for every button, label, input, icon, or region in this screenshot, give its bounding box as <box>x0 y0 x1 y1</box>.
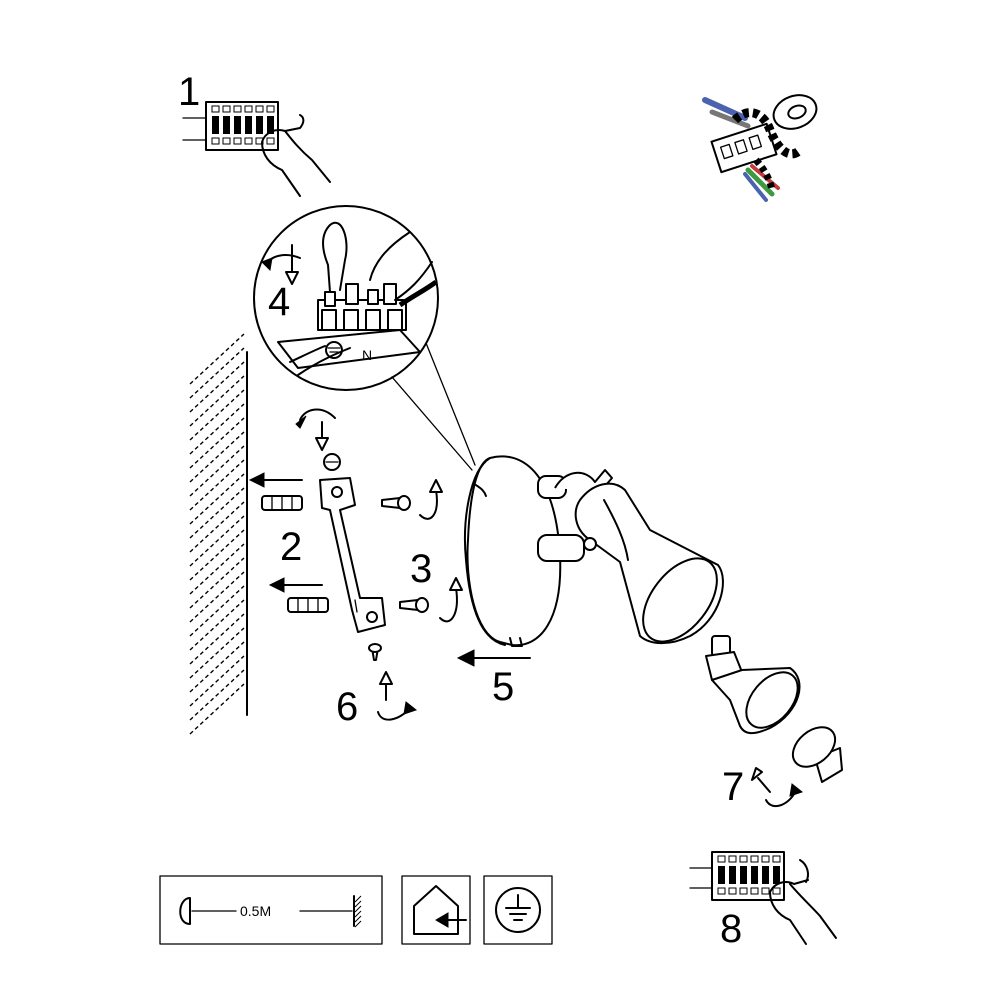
earth-symbol-detail <box>325 341 343 359</box>
step-7-secure-bezel: 7 <box>722 765 804 809</box>
breaker-panel-icon <box>182 101 279 151</box>
screw-icon-2 <box>399 597 429 613</box>
spotlight-head <box>537 469 724 645</box>
step-8-number: 8 <box>720 907 742 951</box>
incoming-cable <box>394 261 433 301</box>
mounting-bracket <box>295 408 386 661</box>
gu10-bulb <box>705 635 801 734</box>
hand-icon <box>261 114 331 197</box>
step-7-number: 7 <box>722 765 744 809</box>
bulb-reflector <box>745 671 799 729</box>
legend-min-distance: 0.5M <box>159 875 383 945</box>
step-6-number: 6 <box>336 685 358 729</box>
wall-plug-icon <box>261 495 303 511</box>
wire-grey <box>709 109 751 129</box>
step-1-number: 1 <box>178 70 200 114</box>
bezel-ring <box>791 726 843 783</box>
screw-icon <box>381 495 411 511</box>
hand-icon-2 <box>769 879 837 945</box>
wire-connector-tape-illustration <box>702 94 818 202</box>
step-5-attach-base: 5 <box>456 649 531 709</box>
step-3-screws: 3 <box>381 479 463 623</box>
legend-indoor-use <box>401 875 471 945</box>
step-4-wiring-detail: 4 N <box>253 205 476 471</box>
switch-up-arrow <box>799 859 809 883</box>
insert-arrow-icon <box>248 472 265 488</box>
svg-text:N: N <box>362 347 372 363</box>
step-5-number: 5 <box>492 665 514 709</box>
step-4-number: 4 <box>268 280 290 324</box>
earth-ground-icon <box>483 875 553 945</box>
screw-rotate-arrow-2 <box>439 587 458 623</box>
step-2-wall-plugs: 2 <box>248 472 329 613</box>
insulating-tape-strip <box>731 108 804 159</box>
distance-label: 0.5M <box>240 903 271 919</box>
rotate-arrow-icon <box>299 408 336 421</box>
insert-arrow-icon-2 <box>268 577 285 593</box>
min-distance-icon <box>159 875 383 945</box>
screw-rotate-arrow <box>419 489 438 520</box>
step-6-tighten: 6 <box>336 671 418 729</box>
step-1-breaker-off: 1 <box>178 70 331 197</box>
wall-plug-icon-2 <box>287 597 329 613</box>
keyhole-slot <box>475 484 487 497</box>
fixture-base-plate <box>464 455 562 647</box>
push-arrow-icon <box>456 649 475 667</box>
lamp-head-symbol <box>179 897 191 925</box>
step-8-breaker-on: 8 <box>689 851 837 951</box>
step-2-number: 2 <box>280 525 302 569</box>
tape-roll-icon <box>772 94 818 130</box>
screwdriver-icon <box>322 221 348 293</box>
wall-hatched <box>189 333 248 735</box>
spot-lens-rim <box>642 557 718 643</box>
step-3-number: 3 <box>410 547 432 591</box>
legend-earth <box>483 875 553 945</box>
house-indoor-icon <box>401 875 471 945</box>
